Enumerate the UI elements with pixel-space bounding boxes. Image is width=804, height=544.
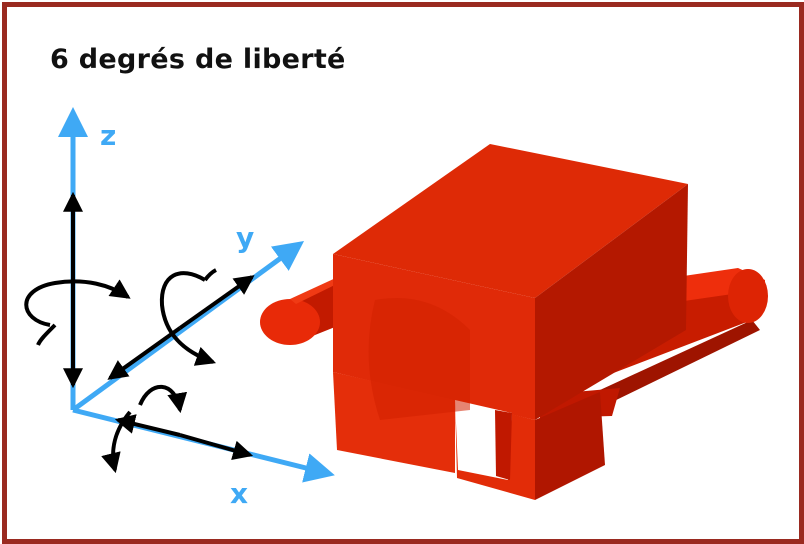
- y-axis-label: y: [236, 221, 255, 254]
- y-rotation-arc-tail: [203, 268, 217, 282]
- axes: [58, 107, 335, 483]
- diagram-title: 6 degrés de liberté: [50, 44, 346, 75]
- y-rotation-arc: [159, 271, 217, 366]
- y-translation-down: [107, 326, 182, 380]
- slider-block: [260, 144, 768, 500]
- rail-left: [260, 276, 345, 345]
- x-translation-left: [114, 414, 181, 437]
- translation-arrows: [63, 191, 255, 460]
- y-axis-line: [71, 241, 305, 413]
- x-translation-right: [179, 433, 254, 460]
- y-translation-up: [178, 275, 255, 330]
- z-rotation-arc: [24, 279, 131, 327]
- x-axis-label: x: [230, 477, 249, 510]
- block-top-face: [333, 144, 688, 298]
- z-rotation-arc-tail: [36, 323, 57, 346]
- z-axis-label: z: [100, 119, 117, 152]
- rotation-arrows: [24, 268, 217, 474]
- x-rotation-arc: [138, 384, 188, 414]
- x-rotation-arc-lower: [101, 410, 132, 474]
- block-right-face: [535, 184, 688, 420]
